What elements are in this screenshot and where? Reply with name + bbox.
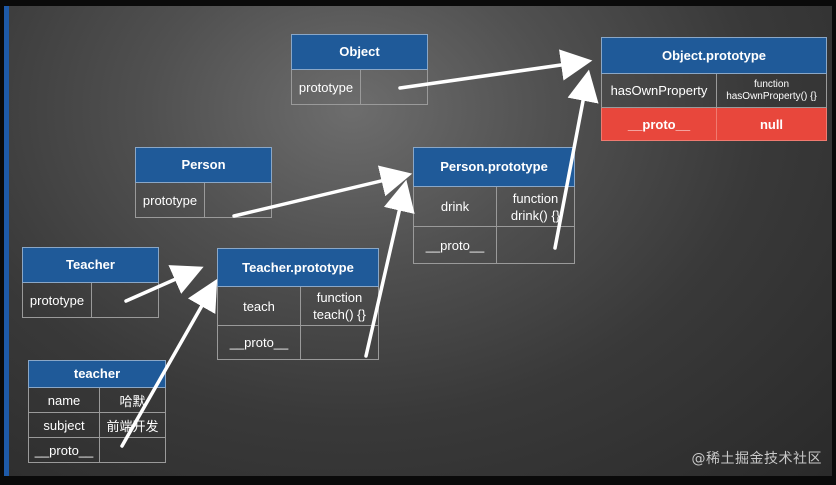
watermark: @稀土掘金技术社区	[691, 451, 822, 467]
teacher-ctor-prototype-key: prototype	[22, 282, 92, 318]
object-prototype-value: function hasOwnProperty() {}	[716, 73, 827, 108]
teacher-instance-value: 哈默	[99, 387, 166, 413]
teacher-ctor-table: Teacher prototype	[22, 247, 159, 318]
teacher-prototype-key: __proto__	[217, 325, 301, 360]
teacher-instance-key: __proto__	[28, 437, 100, 463]
person-title: Person	[135, 147, 272, 183]
teacher-instance-key: name	[28, 387, 100, 413]
person-prototype-key: drink	[413, 186, 497, 227]
teacher-prototype-table: Teacher.prototype teach function teach()…	[217, 248, 379, 360]
object-prototype-null-value: null	[716, 107, 827, 141]
object-title: Object	[291, 34, 428, 70]
object-prototype-value	[360, 69, 428, 105]
person-prototype-table: Person.prototype drink function drink() …	[413, 147, 575, 264]
slide: Object prototype Person prototype Teache…	[4, 6, 832, 476]
teacher-prototype-value	[300, 325, 379, 360]
object-table: Object prototype	[291, 34, 428, 105]
person-prototype-value	[204, 182, 272, 218]
teacher-ctor-prototype-value	[91, 282, 159, 318]
teacher-instance-value	[99, 437, 166, 463]
teacher-prototype-value: function teach() {}	[300, 286, 379, 326]
person-table: Person prototype	[135, 147, 272, 218]
teacher-instance-key: subject	[28, 412, 100, 438]
person-prototype-title: Person.prototype	[413, 147, 575, 187]
teacher-prototype-title: Teacher.prototype	[217, 248, 379, 287]
teacher-instance-title: teacher	[28, 360, 166, 388]
person-prototype-value: function drink() {}	[496, 186, 575, 227]
object-prototype-key: prototype	[291, 69, 361, 105]
teacher-prototype-key: teach	[217, 286, 301, 326]
person-prototype-value	[496, 226, 575, 264]
object-prototype-table: Object.prototype hasOwnProperty function…	[601, 37, 827, 141]
teacher-instance-table: teacher name 哈默 subject 前端开发 __proto__	[28, 360, 166, 463]
teacher-instance-value: 前端开发	[99, 412, 166, 438]
left-accent-bar	[4, 6, 9, 476]
teacher-ctor-title: Teacher	[22, 247, 159, 283]
object-prototype-proto-key: __proto__	[601, 107, 717, 141]
object-prototype-key: hasOwnProperty	[601, 73, 717, 108]
person-prototype-key: prototype	[135, 182, 205, 218]
person-prototype-key: __proto__	[413, 226, 497, 264]
object-prototype-title: Object.prototype	[601, 37, 827, 74]
